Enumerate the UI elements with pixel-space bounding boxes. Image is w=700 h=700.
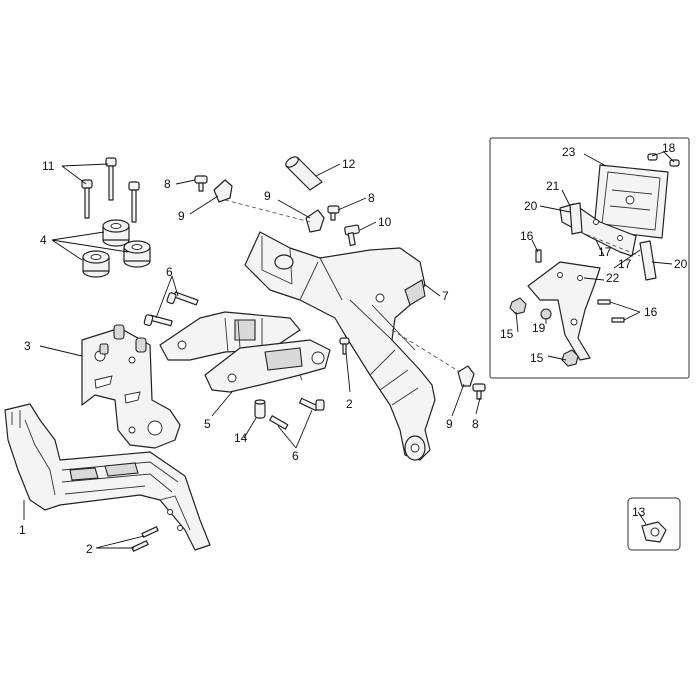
callout-2-lower: 2 (86, 542, 93, 556)
callout-23: 23 (562, 145, 576, 159)
callout-22: 22 (606, 271, 620, 285)
callout-12: 12 (342, 157, 356, 171)
callout-6-upper: 6 (166, 265, 173, 279)
callout-6-lower: 6 (292, 449, 299, 463)
callout-4: 4 (40, 233, 47, 247)
part-2-screws-lower (131, 526, 159, 552)
callout-21: 21 (546, 179, 560, 193)
callout-17-lower: 17 (618, 257, 632, 271)
part-8-screws (194, 175, 486, 400)
part-2-screw-center (339, 337, 350, 355)
part-6-screws-upper (143, 291, 199, 327)
part-1-footrest-bracket (4, 403, 211, 551)
part-19-washer (540, 308, 552, 320)
part-4-rubber-mounts (82, 219, 151, 278)
callout-1: 1 (19, 523, 26, 537)
assembly-line-inset (579, 231, 641, 257)
callout-16-left: 16 (520, 229, 534, 243)
callout-15-upper: 15 (500, 327, 514, 341)
callout-5: 5 (204, 417, 211, 431)
callout-16-right: 16 (644, 305, 658, 319)
license-plate-detail-box (489, 137, 690, 379)
callout-14: 14 (234, 431, 248, 445)
part-9-spring-clips (213, 179, 475, 387)
callout-2-center: 2 (346, 397, 353, 411)
callout-9-lower-right: 9 (446, 417, 453, 431)
callout-7: 7 (442, 289, 449, 303)
callout-8-upper-mid: 8 (368, 191, 375, 205)
callout-19: 19 (532, 321, 546, 335)
part-14-spacer (254, 399, 266, 419)
part-13-clip (641, 521, 667, 543)
callout-11: 11 (42, 159, 55, 173)
callout-8-lower-right: 8 (472, 417, 479, 431)
callout-3: 3 (24, 339, 31, 353)
callout-10: 10 (378, 215, 392, 229)
part-12-rubber-sleeve (285, 156, 323, 191)
part-23-plate-frame (593, 164, 669, 239)
assembly-line-right (391, 329, 461, 373)
part-15-nuts (509, 297, 579, 367)
callout-17-upper: 17 (598, 245, 612, 259)
callout-9-upper-left: 9 (178, 209, 185, 223)
part-20-rubber-pads (569, 202, 657, 281)
part-10-bolt (344, 224, 360, 247)
callout-13: 13 (632, 505, 646, 519)
part-11-bolts (81, 157, 140, 223)
callout-8-upper-left: 8 (164, 177, 171, 191)
part-6-screws-lower (269, 397, 325, 430)
callout-20-right: 20 (674, 257, 688, 271)
leader-lines (23, 151, 675, 549)
assembly-line-top (224, 199, 311, 223)
callout-20-left: 20 (524, 199, 538, 213)
part-22-plate-bracket (527, 261, 601, 361)
callout-9-upper-mid: 9 (264, 189, 271, 203)
part-5-footpeg-plate (159, 311, 331, 393)
callout-numbers: 1 2 2 2 3 4 5 6 6 7 8 8 8 9 9 9 10 11 12… (19, 141, 688, 556)
clip-detail-box (627, 497, 681, 551)
callout-18: 18 (662, 141, 676, 155)
callout-15-lower: 15 (530, 351, 544, 365)
part-3-side-plate (81, 324, 181, 449)
